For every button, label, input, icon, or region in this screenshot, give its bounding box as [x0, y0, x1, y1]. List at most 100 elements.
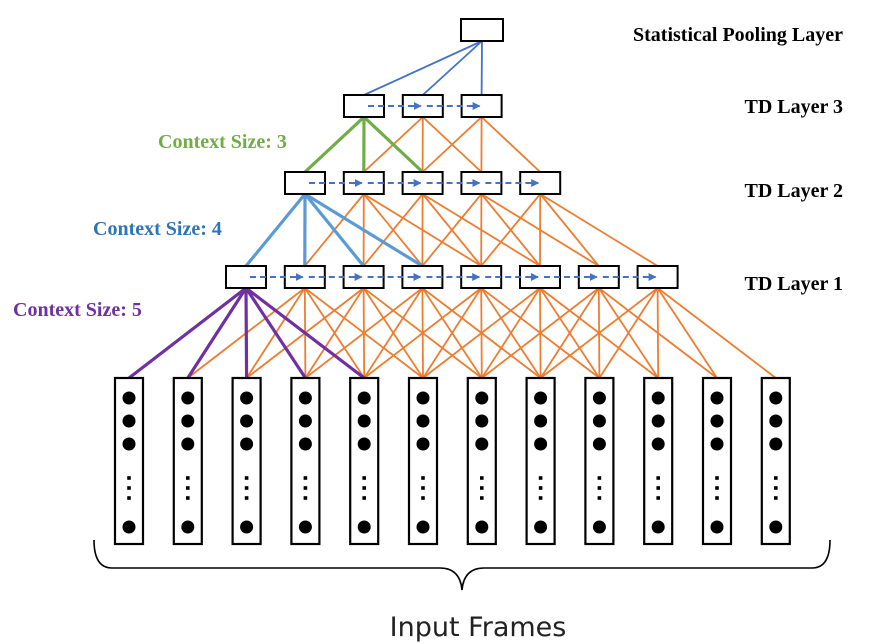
pooling-unit — [460, 18, 504, 42]
connection-edge — [363, 287, 424, 379]
frame-feature-dot — [122, 391, 136, 405]
frame-ellipsis-dot — [186, 486, 190, 490]
input-frame — [349, 376, 380, 546]
frame-ellipsis-dot — [538, 476, 543, 480]
frame-feature-dot — [416, 437, 430, 451]
highlight-edge — [303, 115, 366, 174]
highlighted-connections — [128, 115, 424, 380]
highlight-edge — [245, 286, 366, 380]
context-size-5-label: Context Size: 5 — [13, 299, 142, 321]
connection-edge — [540, 287, 659, 379]
frame-ellipsis-dot — [774, 486, 778, 490]
frame-ellipsis-dot — [597, 486, 602, 490]
frame-ellipsis-dot — [715, 476, 719, 480]
connection-edge — [598, 287, 659, 379]
frame-ellipsis-dot — [362, 486, 366, 490]
frame-ellipsis-dot — [656, 486, 660, 490]
connection-edge — [304, 287, 423, 379]
frame-ellipsis-dot — [421, 496, 425, 500]
frame-ellipsis-dot — [538, 486, 543, 490]
frame-feature-dot — [651, 520, 665, 534]
frame-feature-dot — [122, 414, 136, 428]
highlight-edge — [244, 287, 307, 379]
frame-feature-dot — [475, 437, 489, 451]
connection-edge — [656, 287, 718, 379]
frame-feature-dot — [240, 437, 254, 451]
input-frame — [584, 376, 615, 546]
input-frame — [172, 376, 203, 546]
highlight-edge — [244, 287, 249, 379]
frame-feature-dot — [592, 520, 606, 534]
frame-feature-dot — [475, 520, 489, 534]
input-frame — [466, 376, 497, 546]
frame-feature-dot — [181, 520, 195, 534]
frame-feature-dot — [710, 391, 724, 405]
frame-feature-dot — [298, 437, 312, 451]
frame-feature-dot — [298, 391, 312, 405]
frame-feature-dot — [534, 437, 548, 451]
frame-feature-dot — [298, 520, 312, 534]
highlight-edge — [244, 192, 307, 268]
pooling-edge — [422, 40, 483, 96]
frame-feature-dot — [240, 414, 254, 428]
frame-feature-dot — [651, 391, 665, 405]
frame-ellipsis-dot — [127, 486, 131, 490]
frame-feature-dot — [357, 520, 371, 534]
frame-feature-dot — [416, 414, 430, 428]
frame-ellipsis-dot — [480, 496, 484, 500]
frame-feature-dot — [769, 437, 783, 451]
connection-edge — [422, 287, 482, 379]
frame-ellipsis-dot — [244, 476, 249, 480]
frame-feature-dot — [710, 520, 724, 534]
connection-edge — [539, 193, 600, 267]
td-layer-2-label: TD Layer 2 — [744, 180, 843, 202]
frame-feature-dot — [592, 414, 606, 428]
connection-edge — [421, 116, 483, 173]
frame-feature-dot — [710, 414, 724, 428]
frame-ellipsis-dot — [774, 476, 778, 480]
frame-feature-dot — [181, 391, 195, 405]
input-frame — [643, 376, 674, 546]
frame-feature-dot — [534, 414, 548, 428]
input-frame — [290, 376, 321, 546]
highlight-edge — [303, 192, 365, 268]
connection-edge — [539, 287, 600, 379]
input-frames-brace — [93, 539, 831, 591]
frame-feature-dot — [769, 520, 783, 534]
frame-ellipsis-dot — [480, 476, 484, 480]
input-frames — [113, 376, 791, 546]
frame-ellipsis-dot — [421, 486, 425, 490]
connection-edge — [362, 193, 424, 267]
connection-edge — [480, 193, 541, 267]
frame-ellipsis-dot — [244, 496, 249, 500]
connection-edge — [422, 287, 541, 379]
frame-ellipsis-dot — [303, 486, 308, 490]
frame-feature-dot — [240, 520, 254, 534]
input-frame — [760, 376, 791, 546]
td-layer-3-label: TD Layer 3 — [744, 96, 843, 118]
frame-ellipsis-dot — [656, 476, 660, 480]
frame-ellipsis-dot — [186, 476, 190, 480]
frame-feature-dot — [592, 437, 606, 451]
connection-edge — [363, 287, 482, 379]
pooling-layer-label: Statistical Pooling Layer — [633, 24, 843, 46]
frame-feature-dot — [534, 391, 548, 405]
frame-feature-dot — [710, 437, 724, 451]
frame-ellipsis-dot — [656, 496, 660, 500]
frame-feature-dot — [357, 391, 371, 405]
frame-ellipsis-dot — [186, 496, 190, 500]
frame-ellipsis-dot — [421, 476, 425, 480]
frame-feature-dot — [298, 414, 312, 428]
highlight-edge — [362, 115, 424, 174]
frame-ellipsis-dot — [362, 496, 366, 500]
highlight-edge — [186, 287, 248, 379]
frame-feature-dot — [181, 437, 195, 451]
orange-connections — [187, 40, 777, 379]
frame-feature-dot — [592, 391, 606, 405]
context-size-4-label: Context Size: 4 — [93, 218, 222, 240]
frame-feature-dot — [181, 414, 195, 428]
frame-ellipsis-dot — [597, 476, 602, 480]
connection-edge — [656, 287, 660, 379]
frame-feature-dot — [651, 414, 665, 428]
